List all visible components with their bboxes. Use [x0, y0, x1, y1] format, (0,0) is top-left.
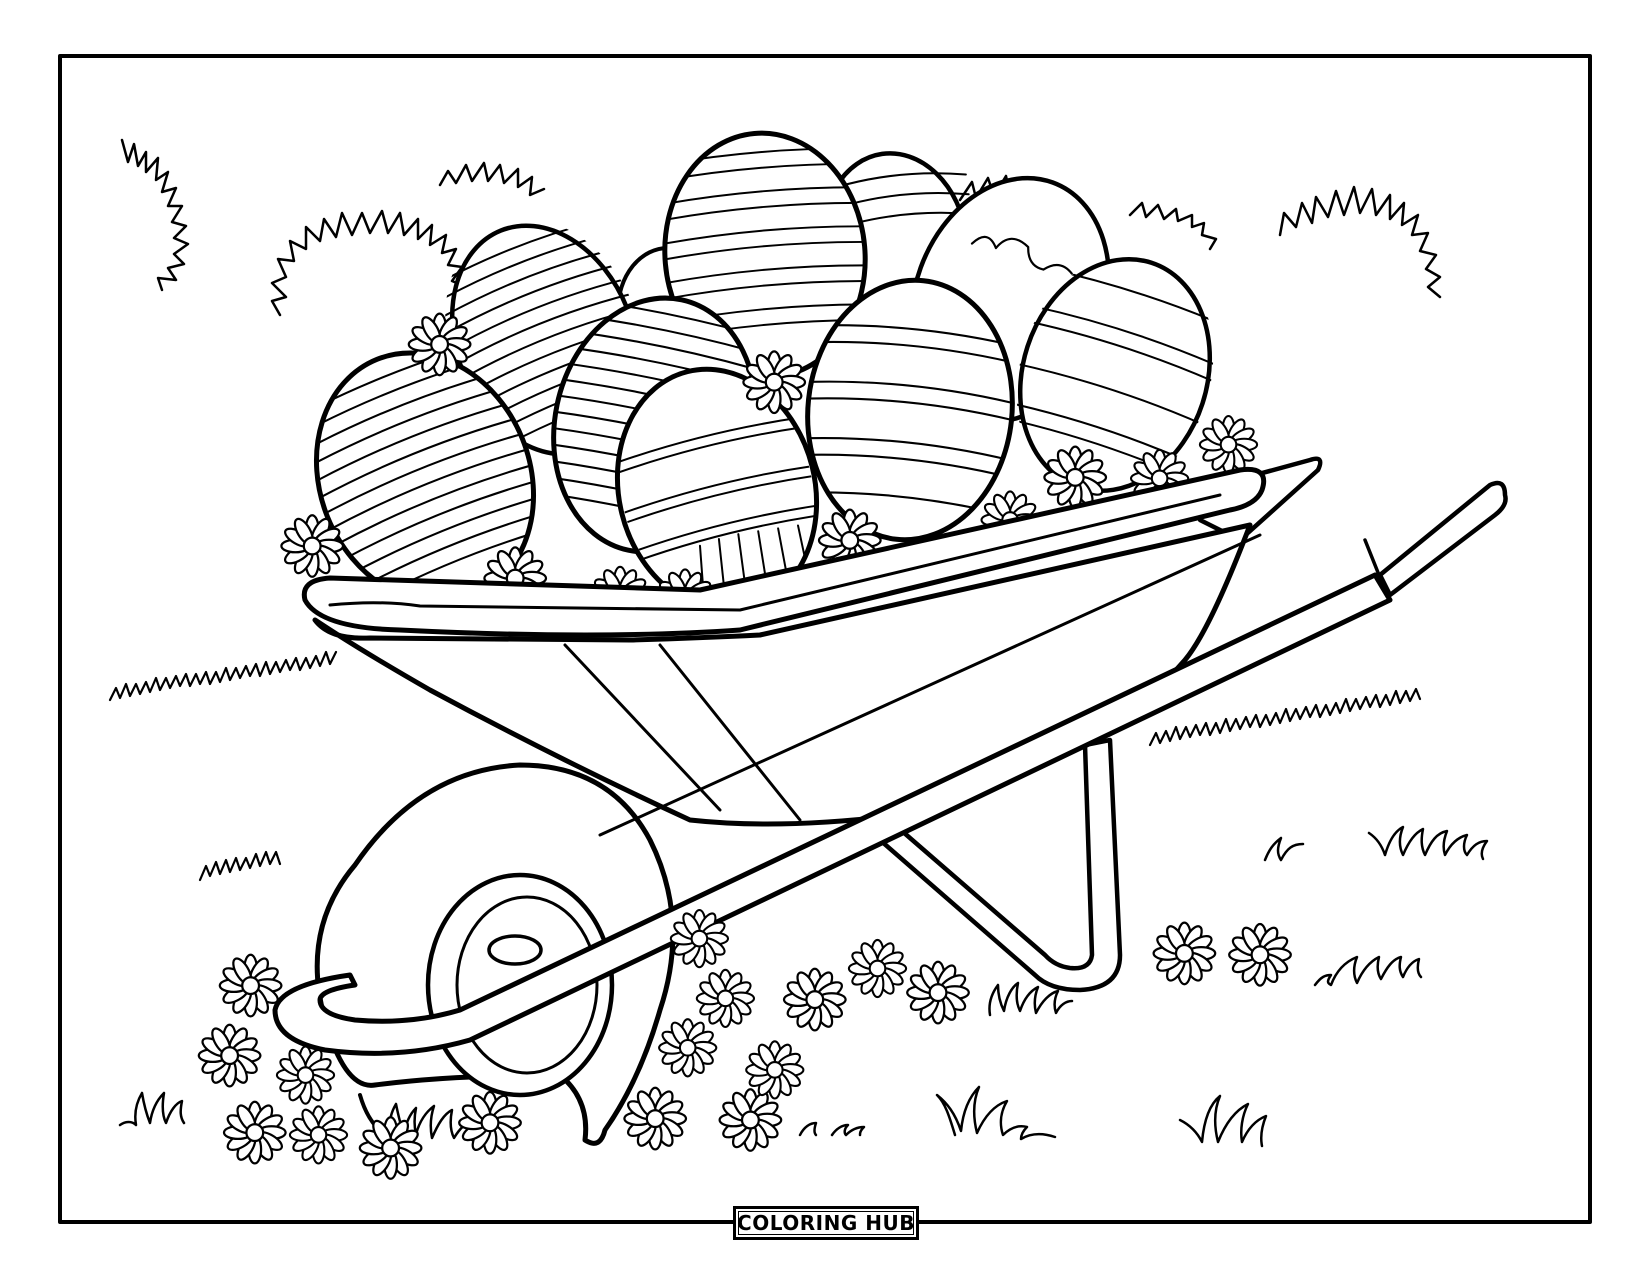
bush-outline-icon — [270, 209, 468, 317]
daisy-icon — [275, 1045, 336, 1105]
daisy-icon — [623, 1086, 688, 1151]
grass-tuft-icon — [1367, 825, 1489, 861]
daisy-icon — [695, 968, 756, 1029]
easter-egg-icon — [794, 277, 1026, 543]
daisy-icon — [197, 1023, 262, 1088]
daisy-icon — [218, 953, 283, 1018]
daisy-icon — [288, 1105, 349, 1165]
daisy-icon — [458, 1090, 522, 1155]
bush-outline-icon — [120, 138, 190, 292]
wheelbarrow-handle — [1377, 480, 1508, 598]
grass-tuft-icon — [988, 981, 1074, 1017]
daisy-icon — [222, 1100, 287, 1165]
wheelbarrow-handle — [1197, 456, 1323, 543]
daisy-icon — [718, 1088, 783, 1152]
bush-outline-icon — [1128, 201, 1218, 251]
grass-tuft-icon — [798, 1121, 866, 1137]
grass-tuft-icon — [198, 850, 282, 882]
daisy-icon — [658, 1018, 718, 1078]
grass-tuft-icon — [118, 1091, 186, 1127]
daisy-icon — [358, 1116, 423, 1180]
daisy-icon — [1198, 414, 1259, 475]
daisy-icon — [782, 967, 847, 1032]
grass-tuft-icon — [1148, 687, 1422, 747]
bush-outline-icon — [1278, 185, 1442, 299]
grass-tuft-icon — [108, 650, 338, 702]
grass-tuft-icon — [1263, 836, 1305, 862]
brand-badge: COLORING HUB — [733, 1206, 919, 1240]
bush-outline-icon — [438, 161, 546, 197]
daisy-icon — [1228, 922, 1292, 987]
daisy-icon — [847, 938, 908, 999]
grass-tuft-icon — [935, 1085, 1057, 1141]
daisy-icon — [906, 960, 970, 1025]
daisy-icon — [745, 1040, 805, 1100]
wheelbarrow-frame — [272, 572, 1393, 1056]
grass-tuft-icon — [1313, 955, 1423, 987]
daisy-icon — [1152, 921, 1217, 986]
grass-tuft-icon — [1178, 1094, 1268, 1148]
